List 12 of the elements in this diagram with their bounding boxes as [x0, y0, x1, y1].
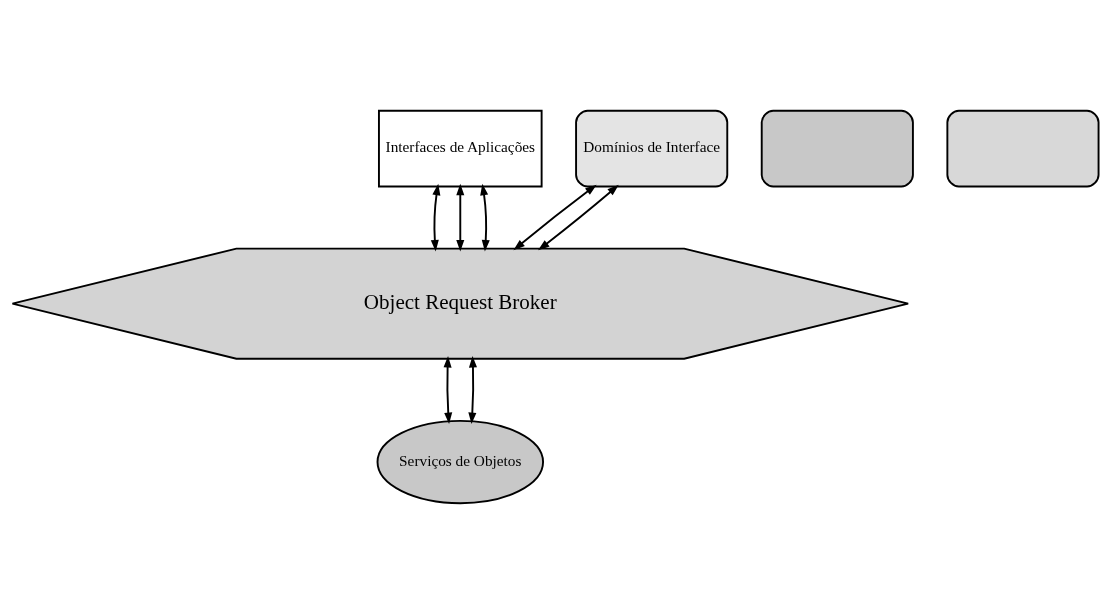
node-ellipse: Serviços de Objetos — [376, 419, 544, 505]
node-box: Interfaces de Aplicações — [378, 109, 543, 188]
arrow — [443, 356, 453, 425]
node-box — [760, 109, 914, 188]
arrow — [480, 183, 490, 252]
node-box — [946, 109, 1100, 188]
arrow — [468, 356, 477, 425]
arrow — [538, 184, 619, 251]
arrow — [513, 184, 597, 251]
arrow — [456, 183, 465, 252]
arrow — [430, 183, 441, 252]
node-box: Domínios de Interface — [575, 109, 729, 188]
